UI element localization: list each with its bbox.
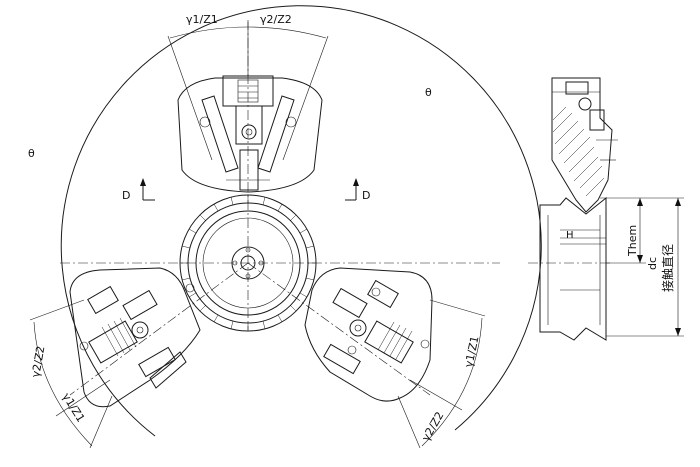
angle-label-right-lower: γ2/Z2	[419, 410, 446, 444]
angle-label-top-left: γ1/Z1	[186, 13, 218, 26]
side-label-them: Them	[626, 225, 639, 257]
wheel-teeth	[180, 195, 316, 331]
angle-leader-right-3	[397, 395, 421, 449]
side-label-contact-diameter: 接触直径	[660, 244, 675, 292]
theta-label-left: θ	[28, 147, 35, 160]
section-marker-left: D	[122, 178, 155, 202]
angle-label-left-upper: γ2/Z2	[29, 345, 47, 379]
angle-label-right-upper: γ1/Z1	[462, 335, 481, 369]
svg-text:D: D	[122, 189, 130, 202]
angle-leader-left-2	[55, 379, 111, 417]
angle-arc-top	[169, 26, 327, 39]
tool-head-left	[69, 267, 201, 408]
center-wheel	[179, 194, 317, 332]
front-view: γ1/Z1 γ2/Z2 θ θ D D	[28, 5, 542, 449]
tool-head-right	[304, 267, 433, 402]
side-label-dc: dc	[646, 257, 659, 270]
angle-label-top-right: γ2/Z2	[260, 13, 292, 26]
angle-label-left-lower: γ1/Z1	[59, 391, 87, 425]
svg-text:D: D	[362, 189, 370, 202]
angle-leader-top-right	[282, 35, 329, 161]
side-view: H Them dc 接触直径	[528, 77, 684, 341]
tool-head-top	[177, 75, 323, 193]
angle-leader-left-3	[89, 395, 113, 449]
angle-leader-top-left	[167, 35, 213, 161]
angle-leader-left-1	[29, 299, 85, 321]
side-label-h: H	[566, 230, 574, 241]
center-line-diag-right	[247, 262, 431, 396]
theta-label-right: θ	[425, 86, 432, 99]
angle-leader-right-1	[429, 299, 486, 317]
angle-arc-right	[421, 317, 483, 447]
section-marker-right: D	[345, 178, 370, 202]
angle-arc-left	[33, 321, 93, 447]
angle-leader-right-2	[409, 379, 463, 411]
center-line-diag-left	[69, 262, 249, 396]
